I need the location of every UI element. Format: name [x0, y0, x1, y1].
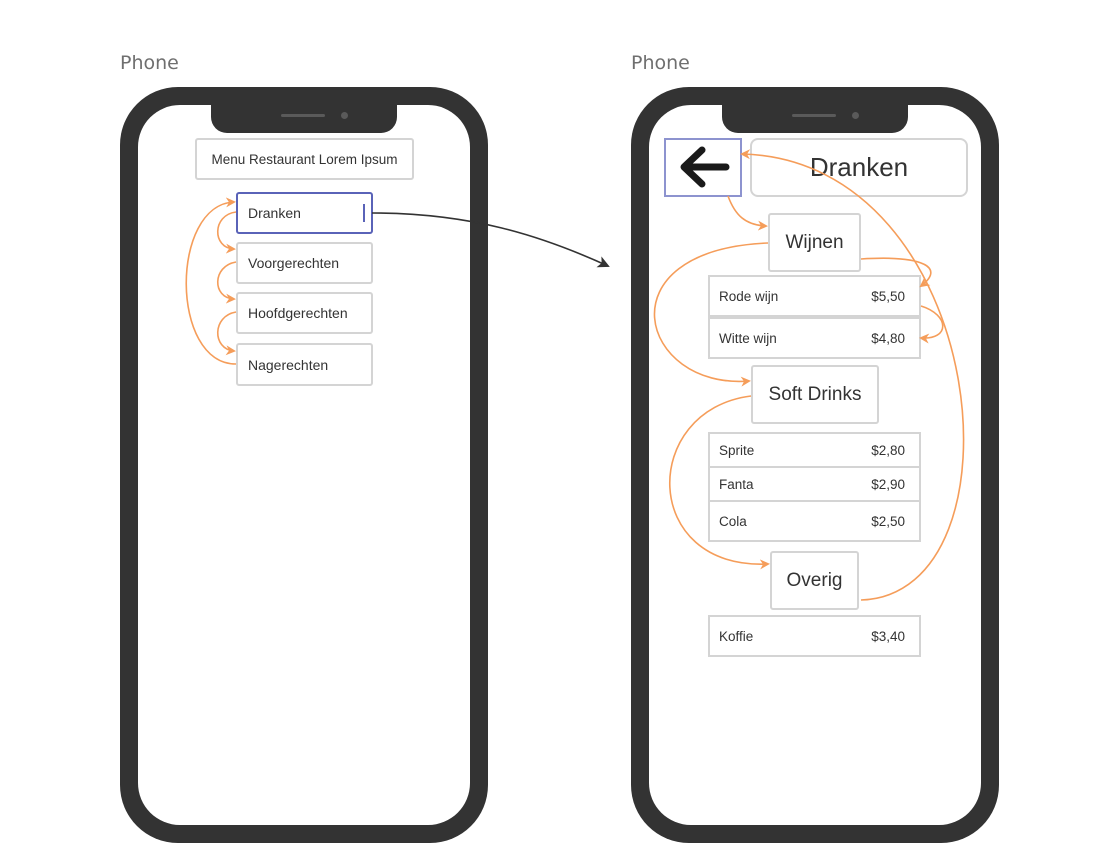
flow-arrow — [653, 242, 769, 387]
frame-label-left: Phone — [120, 52, 179, 74]
flow-arrow — [860, 257, 932, 288]
phone-notch — [211, 105, 397, 133]
menu-row[interactable]: Fanta $2,90 — [708, 466, 921, 502]
camera-icon — [341, 112, 348, 119]
item-name: Koffie — [719, 628, 754, 644]
back-button[interactable] — [664, 138, 742, 197]
flow-arrow — [217, 261, 237, 304]
item-name: Sprite — [719, 442, 755, 458]
camera-icon — [852, 112, 859, 119]
phone-left-screen — [138, 105, 470, 825]
frame-label-right: Phone — [631, 52, 690, 74]
speaker-icon — [281, 114, 325, 117]
menu-item-dranken[interactable]: Dranken — [236, 192, 373, 234]
menu-item-label: Hoofdgerechten — [248, 305, 348, 321]
category-overig[interactable]: Overig — [770, 551, 859, 610]
menu-item-nagerechten[interactable]: Nagerechten — [236, 343, 373, 386]
item-price: $2,50 — [871, 513, 905, 529]
speaker-icon — [792, 114, 836, 117]
category-wijnen[interactable]: Wijnen — [768, 213, 861, 272]
item-price: $2,90 — [871, 476, 905, 492]
flow-arrow — [185, 197, 237, 365]
menu-row[interactable]: Witte wijn $4,80 — [708, 317, 921, 359]
item-price: $5,50 — [871, 288, 905, 304]
menu-row[interactable]: Koffie $3,40 — [708, 615, 921, 657]
item-price: $3,40 — [871, 628, 905, 644]
flow-arrow — [727, 195, 768, 231]
menu-item-label: Dranken — [248, 205, 301, 221]
item-name: Rode wijn — [719, 288, 779, 304]
item-name: Witte wijn — [719, 330, 777, 346]
item-name: Fanta — [719, 476, 754, 492]
item-price: $2,80 — [871, 442, 905, 458]
flow-arrow — [740, 149, 965, 601]
menu-item-label: Nagerechten — [248, 356, 329, 373]
arrow-left-icon — [680, 146, 730, 188]
flow-arrow — [919, 305, 944, 344]
flow-arrow — [217, 211, 237, 254]
menu-row[interactable]: Rode wijn $5,50 — [708, 275, 921, 317]
category-soft-drinks[interactable]: Soft Drinks — [751, 365, 879, 424]
menu-row[interactable]: Cola $2,50 — [708, 500, 921, 542]
menu-item-label: Voorgerechten — [248, 255, 340, 271]
text-cursor — [363, 204, 365, 222]
menu-item-hoofdgerechten[interactable]: Hoofdgerechten — [236, 292, 373, 334]
navigation-arrow — [371, 212, 610, 268]
flow-arrow — [217, 311, 237, 356]
item-price: $4,80 — [871, 330, 905, 346]
phone-notch — [722, 105, 908, 133]
menu-item-voorgerechten[interactable]: Voorgerechten — [236, 242, 373, 284]
flow-arrow — [668, 395, 770, 570]
restaurant-title: Menu Restaurant Lorem Ipsum — [195, 138, 414, 180]
item-name: Cola — [719, 513, 747, 529]
